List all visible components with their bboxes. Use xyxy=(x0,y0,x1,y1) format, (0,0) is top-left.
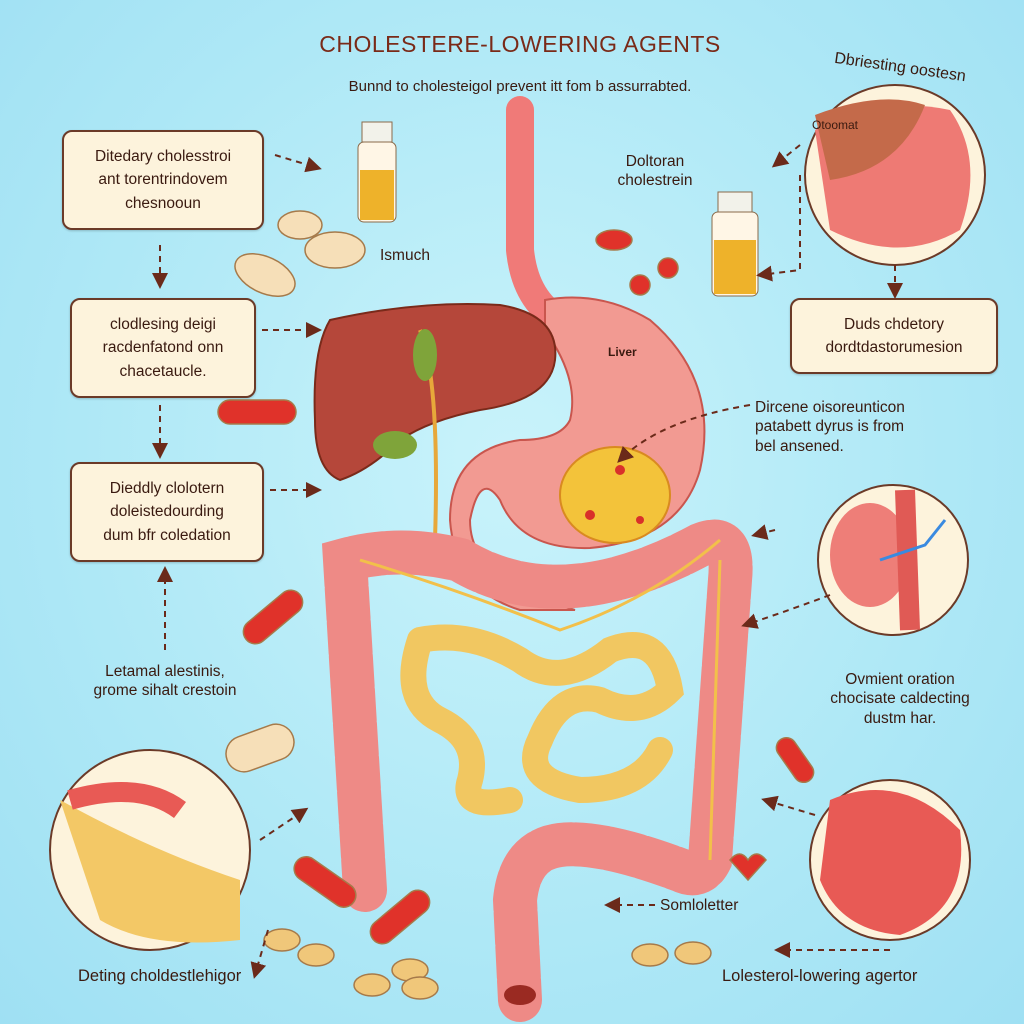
subtitle: Bunnd to cholesteigol prevent itt fom b … xyxy=(348,78,692,95)
label-line: Dircene oisoreunticon xyxy=(755,399,905,416)
fat-deposits xyxy=(559,446,671,544)
box-line: chesnooun xyxy=(125,194,201,212)
label-line: grome sihalt crestoin xyxy=(93,682,237,700)
bottle-left xyxy=(357,121,397,223)
page-title: CHOLESTERE-LOWERING AGENTS xyxy=(319,31,721,57)
box-line: chacetaucle. xyxy=(119,362,207,380)
info-box-reduction: Dieddly clolotern doleistedourding dum bfr… xyxy=(70,462,264,562)
label-line: patabett dyrus is from xyxy=(755,418,905,436)
stomach-label: Liver xyxy=(608,345,637,359)
esophagus xyxy=(506,96,574,334)
box-line: dum bfr coledation xyxy=(103,526,231,544)
stomach-callout: Dircene oisoreunticon patabett dyrus is f… xyxy=(755,398,905,456)
label-line: bel ansened. xyxy=(755,437,844,455)
label-line: Doltoran xyxy=(625,153,685,170)
box-line: Duds chdetory xyxy=(844,315,944,333)
pills xyxy=(217,210,815,1000)
circle-inner-label: Otoomat xyxy=(812,118,859,132)
inset-circle-bottom-left xyxy=(49,749,251,951)
arrows xyxy=(152,144,903,979)
liver xyxy=(313,303,557,482)
left-mid-label: Letamal alestinis, grome sihalt crestoin xyxy=(60,662,270,701)
box-line: Dieddly clolotern xyxy=(109,480,225,498)
bottom-left-label: Deting choldestlehigor xyxy=(78,967,242,985)
box-line: clodlesing deigi xyxy=(110,316,216,334)
inset-circle-right-mid xyxy=(817,484,969,636)
inset-circle-bottom-right xyxy=(809,779,971,941)
inset-circle-top-right xyxy=(804,84,986,266)
info-box-dietary-right: Duds chdetory dordtdastorumesion xyxy=(790,298,998,374)
bottle-label: Doltoran cholestrein xyxy=(595,152,715,191)
label-line: chocisate caldecting xyxy=(830,690,970,708)
info-box-dietary: Ditedary cholesstroi ant torentrindovem ch… xyxy=(62,130,264,230)
box-line: dordtdastorumesion xyxy=(825,339,963,356)
label-line: Ovmient oration xyxy=(845,671,955,688)
rectum-label: Somloletter xyxy=(660,897,739,914)
box-line: doleistedourding xyxy=(110,503,224,521)
box-line: ant torentrindovem xyxy=(98,171,228,189)
info-box-binding: clodlesing deigi racdenfatond onn chacetau… xyxy=(70,298,256,398)
small-intestine xyxy=(400,624,684,816)
colon xyxy=(321,519,753,1022)
box-line: racdenfatond onn xyxy=(102,339,224,357)
pill-label: Ismuch xyxy=(380,247,430,264)
box-line: Ditedary cholesstroi xyxy=(94,148,232,166)
label-line: dustm har. xyxy=(863,709,937,727)
label-line: cholestrein xyxy=(617,172,693,190)
bottle-right xyxy=(711,191,759,297)
bottom-right-label: Lolesterol-lowering agertor xyxy=(722,967,918,985)
label-line: Letamal alestinis, xyxy=(105,663,225,680)
